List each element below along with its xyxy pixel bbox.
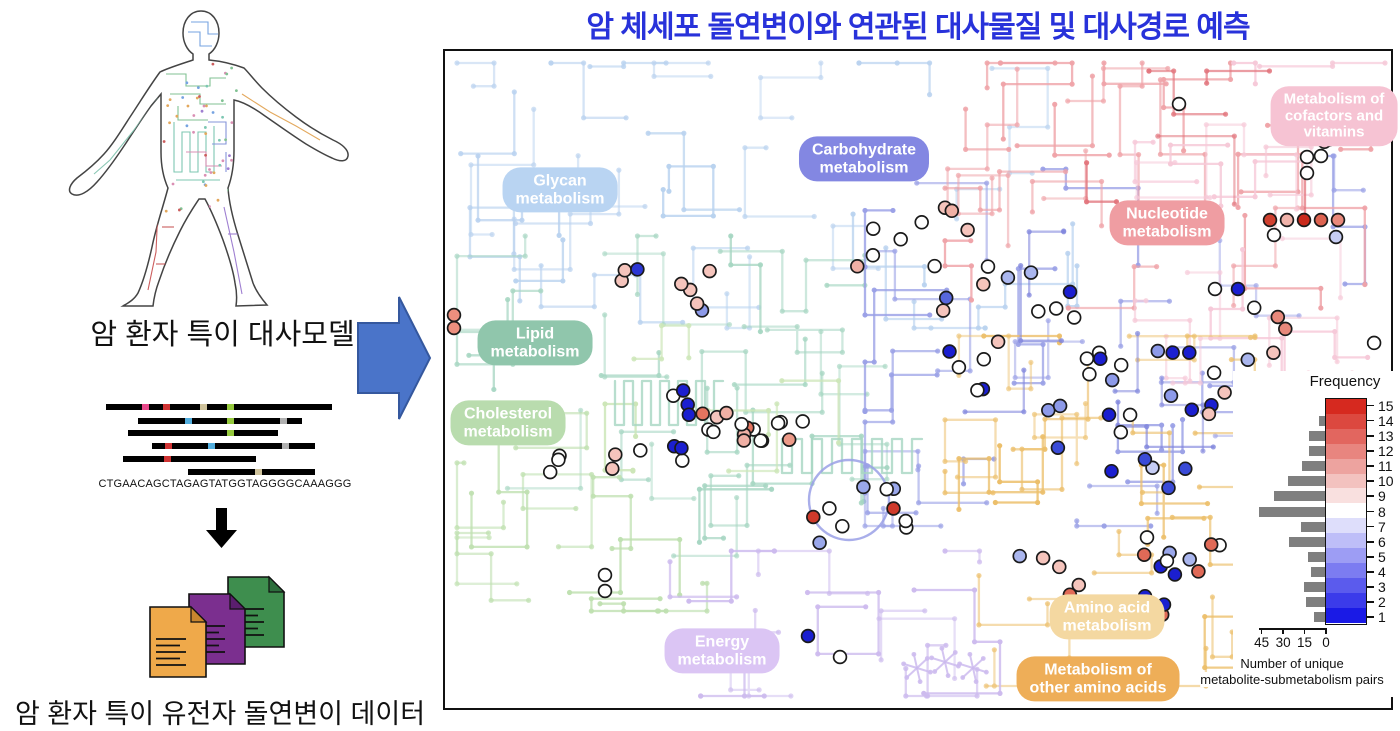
colorbar-segment-9 (1326, 488, 1366, 504)
colorbar-segment-3 (1326, 577, 1366, 593)
legend-axis-label: 15 (1297, 635, 1313, 650)
legend-histogram-bar (1289, 536, 1325, 547)
colorbar-segment-14 (1326, 413, 1366, 429)
colorbar-tick-label: 9 (1378, 488, 1386, 505)
colorbar-tick (1367, 555, 1374, 558)
legend-histogram-bar (1309, 445, 1325, 456)
legend-colorbar (1325, 398, 1367, 625)
flow-arrow-icon (357, 296, 432, 420)
figure-title: 암 체세포 돌연변이와 연관된 대사물질 및 대사경로 예측 (586, 11, 1250, 44)
legend-axis-tick (1303, 628, 1306, 634)
colorbar-tick-label: 3 (1378, 579, 1386, 596)
colorbar-tick (1367, 586, 1374, 588)
legend-title: Frequency (1309, 373, 1381, 390)
legend-axis-label: 45 (1254, 635, 1270, 650)
down-arrow-icon (206, 508, 237, 548)
legend-histogram-bar (1287, 476, 1325, 487)
legend-caption-line2: metabolite-submetabolism pairs (1200, 672, 1384, 687)
legend-histogram-bar (1303, 582, 1325, 593)
colorbar-tick (1367, 480, 1374, 483)
legend-caption-line1: Number of unique (1240, 656, 1344, 671)
legend: Frequency Number of unique metabolite-su… (1200, 371, 1394, 697)
human-body-figure (68, 10, 349, 307)
legend-axis-label: 0 (1322, 635, 1330, 650)
documents-icon (149, 575, 286, 678)
colorbar-segment-2 (1326, 592, 1366, 608)
colorbar-segment-1 (1326, 607, 1366, 623)
colorbar-tick-label: 4 (1378, 564, 1386, 581)
colorbar-tick (1367, 419, 1374, 422)
legend-histogram-bar (1300, 521, 1325, 532)
colorbar-tick (1367, 465, 1374, 467)
colorbar-tick-label: 12 (1378, 442, 1394, 459)
colorbar-tick-label: 2 (1378, 594, 1386, 611)
legend-histogram-bar (1307, 551, 1325, 562)
model-label: 암 환자 특이 대사모델 (90, 319, 355, 351)
legend-histogram-bar (1310, 567, 1325, 578)
colorbar-tick-label: 10 (1378, 473, 1394, 490)
legend-histogram-bar (1302, 461, 1325, 472)
colorbar-tick (1367, 434, 1374, 437)
colorbar-tick (1367, 495, 1374, 498)
colorbar-tick (1367, 616, 1374, 619)
colorbar-segment-8 (1326, 503, 1366, 519)
legend-histogram-bar (1319, 415, 1325, 426)
dna-sequence: CTGAACAGCTAGAGTATGGTAGGGGCAAAGGG (98, 478, 352, 490)
colorbar-tick-label: 1 (1378, 609, 1386, 626)
colorbar-tick (1367, 525, 1374, 528)
colorbar-tick (1367, 404, 1374, 407)
colorbar-tick (1367, 510, 1374, 513)
colorbar-tick (1367, 571, 1374, 573)
colorbar-tick-label: 11 (1378, 458, 1393, 475)
colorbar-tick-label: 7 (1378, 518, 1386, 535)
legend-histogram-bar (1309, 430, 1325, 441)
colorbar-tick-label: 6 (1378, 533, 1386, 550)
legend-histogram-bar (1273, 491, 1325, 502)
legend-histogram-bar (1306, 597, 1325, 608)
colorbar-tick-label: 13 (1378, 427, 1394, 444)
colorbar-segment-5 (1326, 548, 1366, 563)
colorbar-tick-label: 14 (1378, 412, 1394, 429)
colorbar-segment-12 (1326, 443, 1366, 459)
network-svg (446, 60, 1388, 699)
legend-axis-tick (1260, 628, 1263, 634)
colorbar-segment-10 (1326, 473, 1366, 489)
data-label: 암 환자 특이 유전자 돌연변이 데이터 (14, 699, 426, 729)
colorbar-segment-6 (1326, 533, 1366, 549)
legend-axis-tick (1282, 628, 1284, 634)
legend-histogram-bar (1313, 612, 1325, 623)
colorbar-segment-15 (1326, 399, 1366, 414)
legend-axis (1259, 628, 1325, 630)
body-mini-network (93, 21, 321, 295)
dna-reads-figure (106, 404, 332, 475)
colorbar-segment-4 (1326, 562, 1366, 578)
legend-axis-tick (1325, 628, 1327, 634)
colorbar-tick-label: 8 (1378, 503, 1386, 520)
colorbar-tick-label: 5 (1378, 548, 1386, 565)
body-outline (68, 10, 349, 307)
colorbar-tick (1367, 601, 1374, 604)
colorbar-tick (1367, 449, 1374, 452)
legend-axis-label: 30 (1275, 635, 1291, 650)
colorbar-segment-11 (1326, 458, 1366, 474)
colorbar-tick (1367, 540, 1374, 543)
colorbar-segment-13 (1326, 428, 1366, 444)
colorbar-tick-label: 15 (1378, 397, 1394, 414)
legend-histogram-bar (1259, 506, 1325, 517)
colorbar-segment-7 (1326, 518, 1366, 534)
